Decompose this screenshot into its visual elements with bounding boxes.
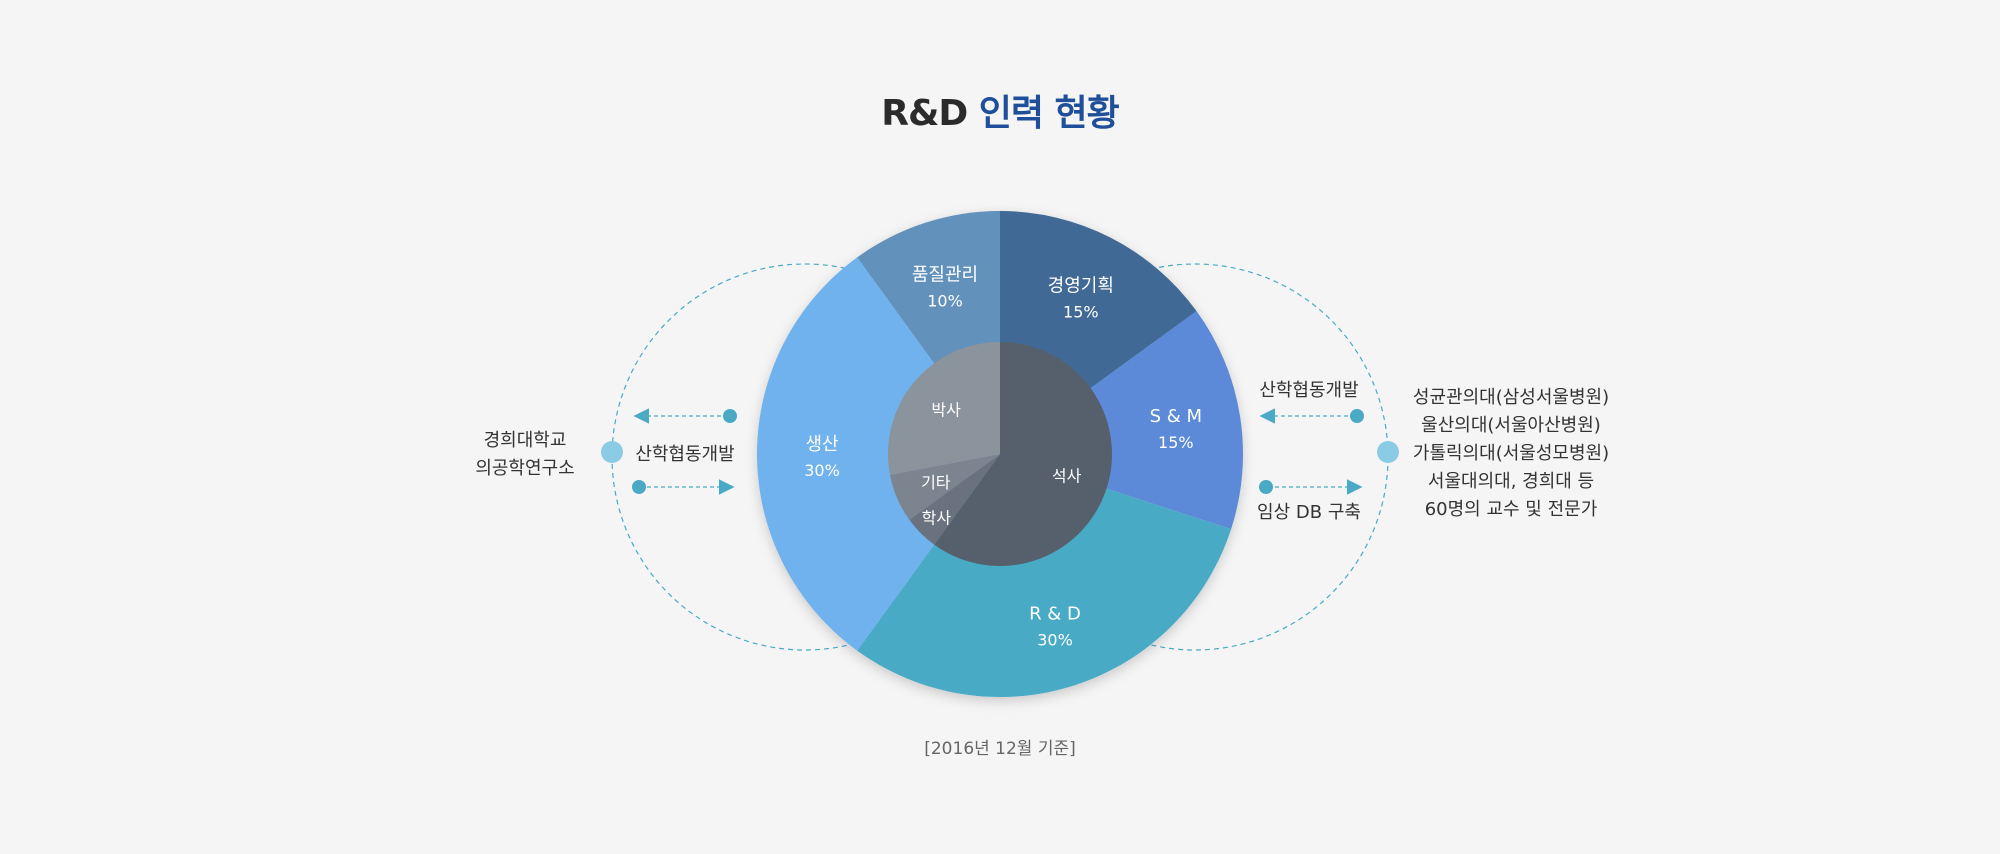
partner-item: 서울대의대, 경희대 등: [1428, 471, 1594, 492]
department-slice-percent: 15%: [1158, 433, 1194, 452]
department-slice-name: R & D: [1029, 603, 1081, 624]
right-orbit-dot: [1377, 441, 1399, 463]
right-bottom-label: 임상 DB 구축: [1257, 502, 1361, 523]
left-orbit-dot: [601, 441, 623, 463]
partner-item: 울산의대(서울아산병원): [1421, 415, 1601, 436]
department-slice-percent: 10%: [927, 292, 963, 311]
partner-list: 성균관의대(삼성서울병원) 울산의대(서울아산병원) 가톨릭의대(서울성모병원)…: [1413, 387, 1609, 520]
date-note: [2016년 12월 기준]: [924, 739, 1076, 759]
title-part-status: 인력 현황: [978, 93, 1120, 134]
page-title: R&D 인력 현황: [0, 84, 2000, 136]
degree-slice: [909, 454, 1000, 545]
degree-slice: [887, 341, 1000, 475]
right-arrow-top-dot: [1350, 409, 1364, 423]
left-arrow-top-dot: [723, 409, 737, 423]
right-top-label: 산학협동개발: [1259, 380, 1358, 401]
degree-slice-name: 석사: [1052, 467, 1082, 486]
department-slice-percent: 30%: [1037, 630, 1073, 649]
left-arrow-label: 산학협동개발: [635, 444, 734, 465]
department-slice: [1000, 311, 1244, 530]
left-institution-line1: 경희대학교: [484, 430, 567, 451]
degree-slice: [889, 454, 1000, 520]
right-arrow-bottom-dot: [1259, 480, 1273, 494]
department-slice-name: 품질관리: [912, 265, 978, 286]
partner-item: 성균관의대(삼성서울병원): [1413, 387, 1609, 408]
left-institution-line2: 의공학연구소: [475, 458, 574, 479]
department-slice-percent: 30%: [804, 461, 840, 480]
department-slice-name: 생산: [805, 434, 838, 455]
degree-slice-name: 학사: [922, 509, 952, 528]
department-slice: [757, 257, 1000, 651]
partner-item: 60명의 교수 및 전문가: [1425, 499, 1598, 520]
department-slice-name: 경영기획: [1048, 275, 1114, 296]
title-part-rd: R&D: [881, 93, 968, 134]
department-slice-name: S & M: [1150, 406, 1202, 427]
degree-slice-name: 박사: [931, 400, 961, 419]
inner-pie-degree: [887, 341, 1113, 566]
degree-slice-name: 기타: [921, 473, 951, 492]
partner-item: 가톨릭의대(서울성모병원): [1413, 443, 1609, 464]
department-slice: [857, 454, 1232, 697]
degree-slice: [934, 342, 1113, 566]
department-slice-percent: 15%: [1063, 302, 1099, 321]
left-arrow-bottom-dot: [632, 480, 646, 494]
